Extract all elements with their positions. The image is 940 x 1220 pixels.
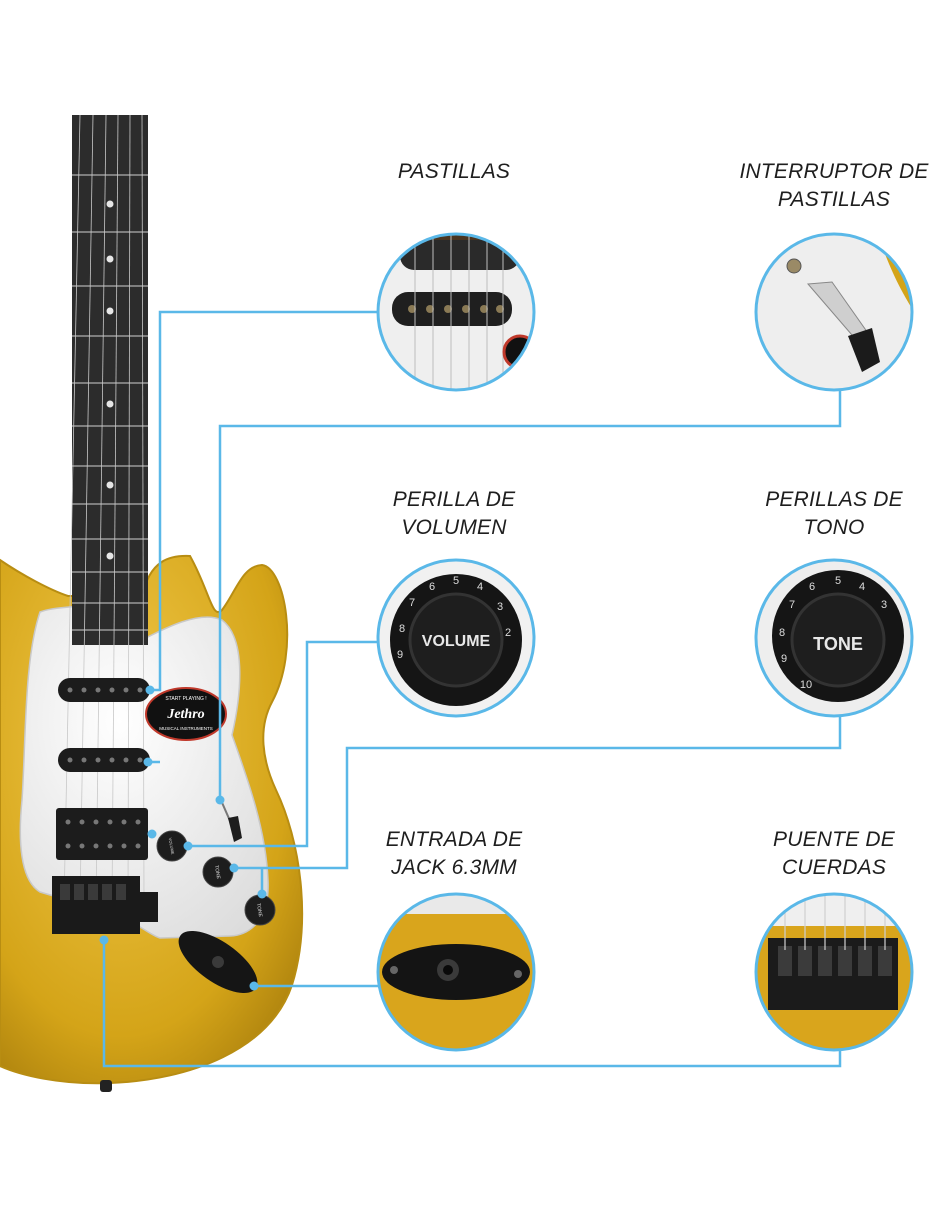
guitar: START PLAYING ! Jethro MUSICAL INSTRUMEN… (0, 114, 304, 1092)
label-jack-line2: JACK 6.3MM (391, 856, 517, 879)
middle-pickup (58, 748, 150, 772)
label-volume-knob: PERILLA DE VOLUMEN (334, 486, 574, 542)
knob-tone-label-2: TONE (255, 903, 263, 918)
svg-text:3: 3 (881, 599, 887, 611)
jack-plate (178, 930, 258, 994)
volume-knob: VOLUME (156, 830, 188, 862)
jack-closeup-icon (376, 892, 536, 1052)
label-jack-line1: ENTRADA DE (385, 828, 523, 851)
svg-text:8: 8 (399, 623, 405, 635)
svg-text:4: 4 (477, 581, 483, 593)
leader-bridge (102, 940, 842, 1068)
sticker-brand: Jethro (166, 707, 204, 722)
label-bridge-line2: CUERDAS (781, 856, 887, 879)
label-tone-line2: TONO (803, 516, 865, 539)
label-volume-line2: VOLUMEN (401, 516, 507, 539)
svg-text:9: 9 (781, 653, 787, 665)
tremolo-bridge (52, 876, 158, 934)
leader-dots (99, 685, 267, 991)
label-pickup-switch: INTERRUPTOR DE PASTILLAS (714, 158, 940, 214)
label-jack-input: ENTRADA DE JACK 6.3MM (334, 826, 574, 882)
label-pickup-switch-line2: PASTILLAS (777, 188, 891, 211)
neck-pickup (58, 678, 150, 702)
svg-text:5: 5 (453, 575, 459, 587)
pickup-closeup-icon (376, 232, 536, 392)
frets (72, 174, 148, 631)
svg-text:3: 3 (497, 601, 503, 613)
fretboard (72, 115, 148, 645)
label-tone-knobs: PERILLAS DE TONO (714, 486, 940, 542)
svg-text:7: 7 (789, 599, 795, 611)
tone-closeup-text: TONE (813, 634, 863, 654)
label-pickups: PASTILLAS (334, 158, 574, 186)
sticker-line3: MUSICAL INSTRUMENTS (159, 726, 213, 731)
label-pickup-switch-line1: INTERRUPTOR DE (739, 160, 929, 183)
label-tone-line1: PERILLAS DE (765, 488, 903, 511)
brand-sticker: START PLAYING ! Jethro MUSICAL INSTRUMEN… (145, 687, 227, 741)
svg-text:9: 9 (397, 649, 403, 661)
svg-text:5: 5 (835, 575, 841, 587)
svg-text:8: 8 (779, 627, 785, 639)
bridge-closeup-icon (754, 892, 914, 1052)
volume-knob-closeup-icon: 7 6 5 4 3 2 8 9 VOLUME (376, 558, 536, 718)
svg-text:4: 4 (859, 581, 865, 593)
strings (63, 114, 145, 906)
svg-text:7: 7 (409, 597, 415, 609)
knob-volume-label: VOLUME (168, 837, 176, 855)
knob-tone-label-1: TONE (213, 865, 221, 880)
svg-text:2: 2 (505, 627, 511, 639)
leader-switch (218, 388, 842, 800)
strap-button (100, 1080, 112, 1092)
label-bridge-line1: PUENTE DE (773, 828, 895, 851)
svg-text:6: 6 (809, 581, 815, 593)
label-volume-line1: PERILLA DE (392, 488, 516, 511)
svg-text:6: 6 (429, 581, 435, 593)
sticker-line1: START PLAYING ! (165, 696, 206, 702)
tone-knob-closeup-icon: 7 6 5 4 3 8 9 10 TONE (754, 558, 914, 718)
tone-knob-1: TONE (202, 856, 234, 888)
leader-volume (188, 640, 380, 848)
bridge-humbucker (56, 808, 148, 860)
tone-knob-2: TONE (244, 894, 276, 926)
pickup-switch-closeup-icon (754, 232, 914, 392)
label-bridge: PUENTE DE CUERDAS (714, 826, 940, 882)
leader-lines (102, 310, 842, 1068)
volume-closeup-text: VOLUME (422, 633, 491, 650)
label-pickups-line1: PASTILLAS (397, 160, 511, 183)
fret-markers (106, 200, 114, 560)
svg-text:10: 10 (800, 679, 812, 691)
